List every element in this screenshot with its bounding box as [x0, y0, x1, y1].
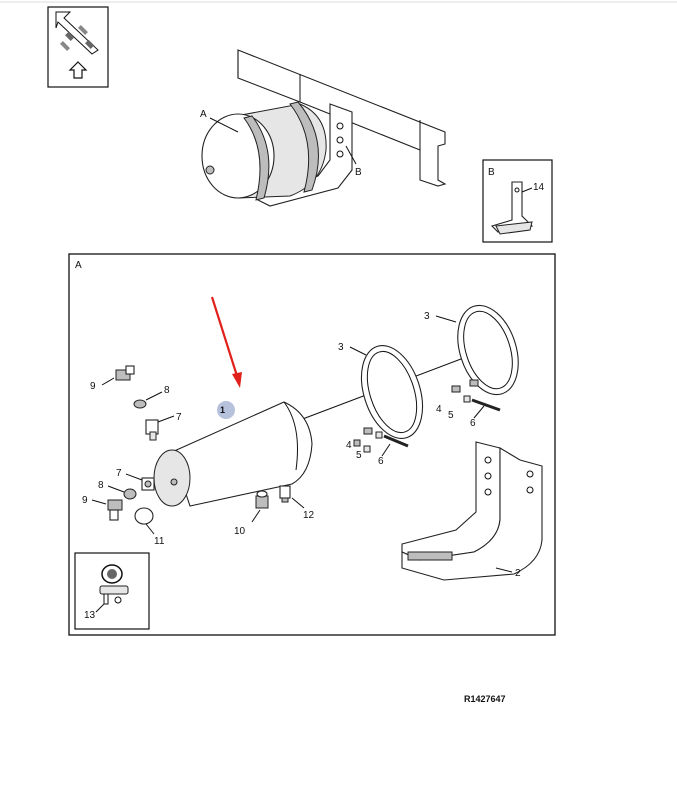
- callout-3-front: 3: [338, 342, 344, 353]
- red-pointer-arrow: [210, 296, 242, 388]
- callout-7-bottom: 7: [116, 468, 122, 479]
- seal-top: [133, 399, 147, 409]
- callout-8-bottom: 8: [98, 480, 104, 491]
- connector-bottom: [107, 499, 123, 521]
- air-tank: [153, 401, 313, 507]
- callout-b: B: [355, 167, 362, 178]
- callout-14: 14: [533, 182, 545, 193]
- strap-front: [360, 344, 424, 440]
- connector-top: [115, 365, 135, 381]
- callout-1: 1: [220, 405, 225, 415]
- leader-b: [345, 145, 357, 165]
- callout-7-top: 7: [176, 412, 182, 423]
- reference-code: R1427647: [464, 694, 506, 704]
- detail-a-frame: [68, 253, 556, 636]
- overview-assembly: [201, 49, 447, 207]
- callout-13: 13: [84, 610, 96, 621]
- callout-8-top: 8: [164, 385, 170, 396]
- parts-kit-icon: [74, 552, 150, 630]
- hose-clip: [279, 485, 291, 503]
- callout-6-rear: 6: [470, 418, 476, 429]
- detail-a-label: A: [75, 260, 82, 271]
- bracket-plate-detail: [490, 181, 534, 235]
- drain-valve: [255, 490, 269, 509]
- adapter-top: [145, 419, 159, 441]
- tank-highlight: [217, 401, 235, 419]
- orientation-arrow-icon: [47, 6, 109, 88]
- callout-6-front: 6: [378, 456, 384, 467]
- callout-3-rear: 3: [424, 311, 430, 322]
- callout-11: 11: [154, 536, 165, 547]
- callout-5-front: 5: [356, 450, 362, 461]
- callout-9-top: 9: [90, 381, 96, 392]
- rear-strap-hardware: [451, 379, 501, 412]
- front-strap-hardware: [353, 427, 409, 453]
- adapter-bottom: [141, 477, 155, 491]
- seal-bottom: [123, 488, 137, 500]
- detail-b-label: B: [488, 167, 495, 178]
- callout-2: 2: [515, 568, 521, 579]
- callout-9-bottom: 9: [82, 495, 88, 506]
- callout-4-front: 4: [346, 440, 352, 451]
- callout-5-rear: 5: [448, 410, 454, 421]
- strap-rear: [457, 304, 519, 396]
- mounting-bracket: [401, 441, 543, 581]
- callout-4-rear: 4: [436, 404, 442, 415]
- callout-10: 10: [234, 526, 246, 537]
- callout-12: 12: [303, 510, 315, 521]
- leader-a: [209, 117, 239, 133]
- plug: [134, 507, 154, 525]
- callout-a: A: [200, 109, 207, 120]
